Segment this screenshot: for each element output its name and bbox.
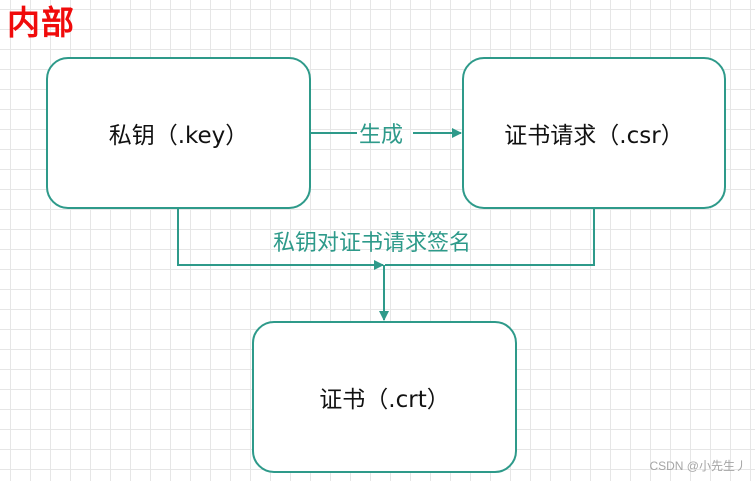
page-title: 内部 — [7, 3, 75, 42]
node-csr-label: 证书请求（.csr） — [504, 123, 684, 149]
node-certificate: 证书（.crt） — [252, 321, 517, 473]
sign-connector-from-csr — [385, 209, 595, 266]
edge-label-sign: 私钥对证书请求签名 — [273, 231, 472, 256]
node-csr: 证书请求（.csr） — [462, 57, 726, 209]
sign-connector-from-private-key — [177, 209, 384, 270]
edge-label-generate: 生成 — [359, 123, 404, 148]
watermark: CSDN @小先生丿 — [649, 459, 747, 473]
node-certificate-label: 证书（.crt） — [319, 387, 450, 413]
node-private-key-label: 私钥（.key） — [108, 123, 249, 149]
node-private-key: 私钥（.key） — [46, 57, 311, 209]
